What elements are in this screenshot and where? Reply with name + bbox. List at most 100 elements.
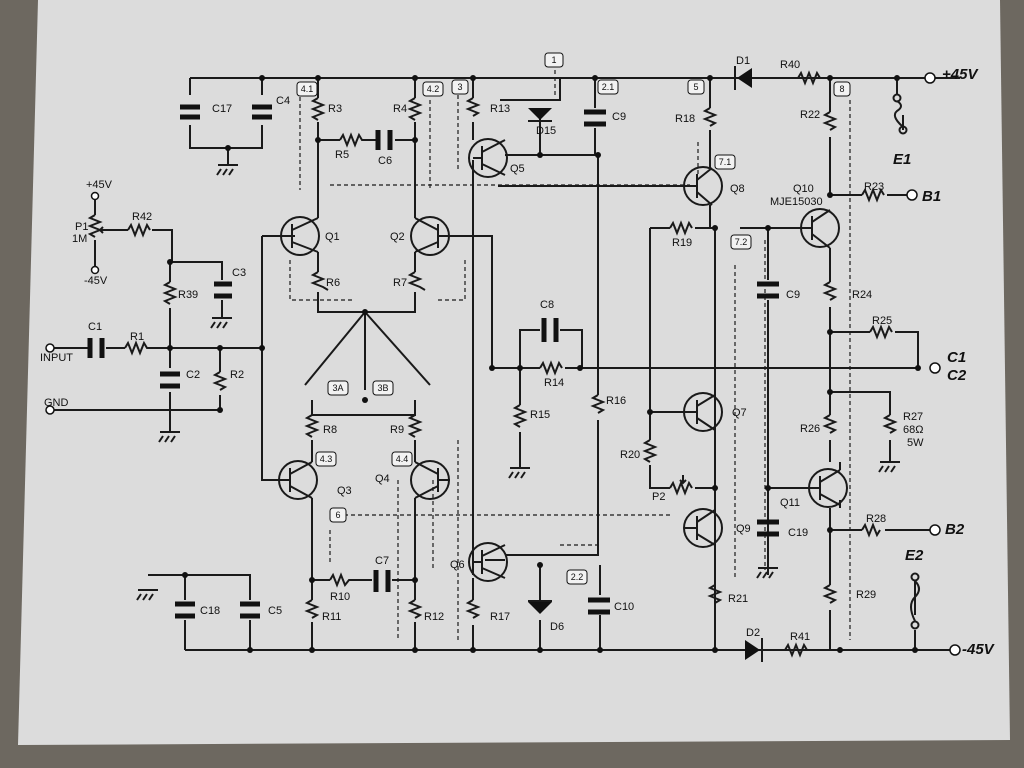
- label-R25: R25: [872, 315, 893, 327]
- tag-2-2: 2.2: [570, 572, 584, 582]
- capacitors: [87, 104, 779, 619]
- R15: [512, 404, 528, 428]
- label-Q4: Q4: [375, 473, 390, 485]
- tag-2-1: 2.1: [601, 82, 615, 92]
- label-Q3: Q3: [337, 485, 352, 497]
- label-C1-out: C1: [947, 349, 967, 366]
- C17: [180, 104, 200, 120]
- label-C1: C1: [88, 321, 103, 333]
- Q6: [468, 542, 508, 582]
- label-R41: R41: [790, 631, 811, 643]
- label-R3: R3: [328, 103, 343, 115]
- label-gnd: GND: [44, 397, 69, 409]
- R14: [539, 360, 563, 376]
- label-R11: R11: [322, 611, 342, 623]
- label-C19: C19: [788, 527, 809, 539]
- label-R22: R22: [800, 109, 821, 121]
- label-P1-value: 1M: [72, 233, 88, 245]
- C10: [588, 597, 610, 615]
- R8: [304, 414, 320, 438]
- label-R26: R26: [800, 423, 821, 435]
- label-Q10: Q10: [793, 183, 814, 195]
- wires: [50, 77, 960, 651]
- transistors: [278, 138, 848, 582]
- label-Q10-part: MJE15030: [770, 196, 823, 208]
- label-C2-out: C2: [947, 367, 967, 384]
- R24: [822, 281, 838, 301]
- label-R39: R39: [178, 289, 199, 301]
- R12: [407, 599, 423, 619]
- R10: [329, 572, 352, 588]
- label-R1: R1: [130, 331, 145, 343]
- signal-paths: [289, 70, 851, 640]
- label-B1: B1: [922, 188, 942, 205]
- tag-5: 5: [693, 82, 699, 92]
- label-R8: R8: [323, 424, 338, 436]
- label-R24: R24: [852, 289, 873, 301]
- R29: [822, 584, 838, 604]
- label-R2: R2: [230, 369, 245, 381]
- P2: [669, 480, 693, 496]
- junctions: [167, 75, 921, 653]
- C5: [240, 601, 260, 619]
- R17: [465, 599, 481, 619]
- R26: [822, 414, 838, 434]
- Q5: [468, 138, 508, 178]
- D15: [528, 108, 552, 120]
- D6: [528, 602, 552, 614]
- R21: [707, 584, 723, 604]
- label-R28: R28: [866, 513, 887, 525]
- label-R23: R23: [864, 181, 885, 193]
- R1: [124, 340, 150, 356]
- tag-7-2: 7.2: [734, 237, 748, 247]
- C18: [175, 601, 195, 619]
- label-C7: C7: [375, 555, 390, 567]
- tag-4-1: 4.1: [300, 84, 314, 94]
- label-C5: C5: [268, 605, 283, 617]
- label-R27: R27: [903, 411, 924, 423]
- C9b: [757, 281, 779, 299]
- label-C17: C17: [212, 103, 233, 115]
- label-input: INPUT: [40, 352, 73, 364]
- label-p1-bottom: -45V: [84, 275, 108, 287]
- R13: [465, 97, 481, 117]
- label-R7: R7: [393, 277, 408, 289]
- label-D1: D1: [736, 55, 751, 67]
- tag-4-3: 4.3: [319, 454, 333, 464]
- R11: [304, 599, 320, 619]
- terminals: [45, 72, 961, 656]
- R5: [339, 132, 365, 148]
- C1: [87, 338, 105, 358]
- label-Q1: Q1: [325, 231, 340, 243]
- label-C4: C4: [276, 95, 291, 107]
- C7: [373, 570, 391, 592]
- tag-4-4: 4.4: [395, 454, 409, 464]
- resistors: [87, 70, 898, 658]
- label-D15: D15: [536, 125, 557, 137]
- label-E2: E2: [905, 547, 924, 564]
- label-R10: R10: [330, 591, 351, 603]
- tag-8: 8: [839, 84, 845, 94]
- label-R21: R21: [728, 593, 749, 605]
- label-Q11: Q11: [780, 497, 800, 509]
- label-Q9: Q9: [736, 523, 751, 535]
- D1: [737, 68, 752, 88]
- label-R13: R13: [490, 103, 511, 115]
- Q9: [683, 508, 723, 548]
- label-C18: C18: [200, 605, 221, 617]
- label-R9: R9: [390, 424, 405, 436]
- C6: [375, 130, 393, 150]
- label-R16: R16: [606, 395, 627, 407]
- R28: [861, 522, 881, 538]
- label-R42: R42: [132, 211, 153, 223]
- label-R5: R5: [335, 149, 350, 161]
- C19: [757, 519, 779, 537]
- label-P1: P1: [75, 221, 89, 233]
- label-pos-supply: +45V: [942, 66, 978, 83]
- label-D6: D6: [550, 621, 565, 633]
- R7: [407, 271, 426, 291]
- diodes: [528, 66, 763, 662]
- label-R20: R20: [620, 449, 641, 461]
- C4: [252, 104, 272, 120]
